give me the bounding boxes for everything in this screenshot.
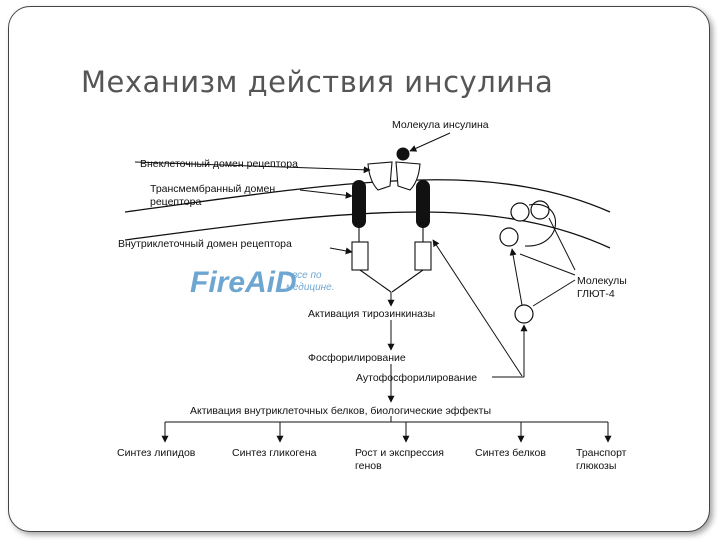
arrow-insulin [409, 132, 451, 152]
line-glut4-label-2 [532, 279, 576, 307]
label-lipid-synthesis: Синтез липидов [117, 447, 196, 459]
insulin-molecule-dot [396, 147, 410, 161]
label-glucose-transport-1: Транспорт [576, 447, 627, 459]
label-intracellular-domain: Внутриклеточный домен рецептора [118, 238, 292, 250]
receptor-transmembrane-right [416, 180, 430, 228]
slide-title: Механизм действия инсулина [81, 65, 554, 99]
label-protein-synthesis: Синтез белков [475, 447, 546, 459]
label-protein-activation: Активация внутриклеточных белков, биолог… [190, 405, 491, 417]
arrow-intracellular [329, 247, 353, 255]
receptor-intracellular-left [351, 241, 369, 271]
label-transmembrane-domain-2: рецептора [150, 196, 201, 208]
line-glut4-label-1 [519, 253, 576, 276]
label-glut4-2: ГЛЮТ-4 [577, 288, 615, 300]
receptor-extracellular-left [367, 161, 393, 191]
label-glut4-1: Молекулы [577, 275, 627, 287]
label-extracellular-domain: Внеклеточный домен рецептора [140, 158, 298, 170]
arrow-autophosphorylation-to-receptor [432, 239, 523, 377]
label-growth-2: генов [355, 460, 382, 472]
arrow-extracellular [134, 161, 371, 174]
glut4-circle-cytoplasm [514, 304, 534, 324]
label-growth-1: Рост и экспрессия [355, 447, 444, 459]
receptor-transmembrane-left [352, 180, 366, 228]
label-tyrosine-kinase: Активация тирозинкиназы [308, 308, 435, 320]
glut4-circle-top-right [530, 200, 550, 220]
label-insulin-molecule: Молекула инсулина [392, 119, 489, 131]
label-glucose-transport-2: глюкозы [576, 460, 616, 472]
watermark-logo: FireAiD [190, 266, 297, 299]
watermark-sub-line2: медицине. [286, 282, 335, 293]
watermark-sub-line1: - все по [286, 270, 322, 281]
label-autophosphorylation: Аутофосфорилирование [356, 372, 477, 384]
fireaid-watermark: FireAiD - все по медицине. [190, 266, 335, 299]
receptor-intracellular-right [414, 241, 432, 271]
glut4-circle-membrane [499, 227, 519, 247]
converge-line-left [359, 269, 392, 293]
label-phosphorylation: Фосфорилирование [308, 352, 406, 364]
arrow-transmembrane [299, 189, 353, 199]
label-transmembrane-domain-1: Трансмембранный домен [150, 183, 275, 195]
arrow-glut4-to-membrane [509, 248, 523, 306]
glut4-cycle-loop [524, 203, 557, 247]
receptor-extracellular-right [395, 161, 421, 191]
converge-line-right [391, 269, 424, 293]
line-glut4-label-3 [548, 217, 576, 271]
glut4-circle-top-left [510, 202, 530, 222]
label-glycogen-synthesis: Синтез гликогена [232, 447, 317, 459]
